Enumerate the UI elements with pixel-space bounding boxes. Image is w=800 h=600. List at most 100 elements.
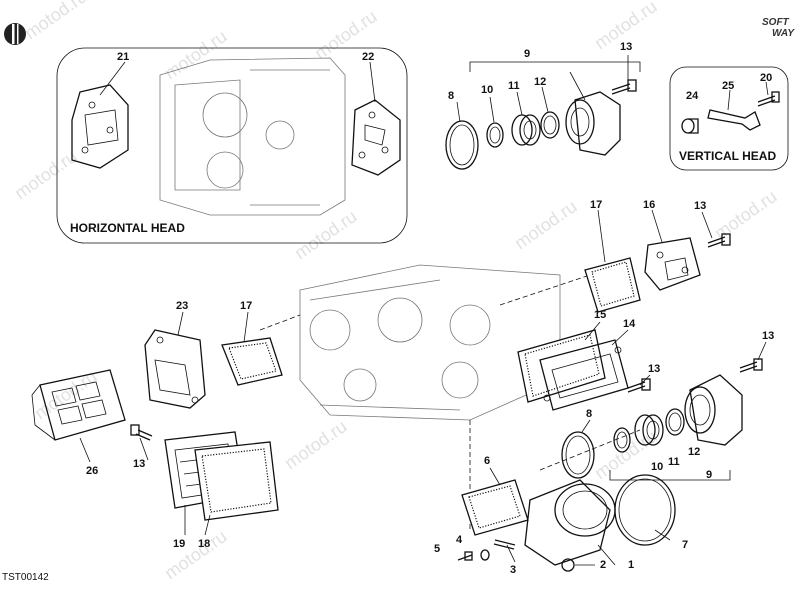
part-13-screw-top [611,79,637,95]
callout-7: 7 [682,539,688,551]
brand-line-1: SOFT [762,17,790,28]
callout-9: 9 [524,48,530,60]
right-bearing-assembly [561,341,767,481]
part-21-cover [71,84,129,169]
horizontal-head-group: HORIZONTAL HEAD [56,47,408,244]
leader-13d [757,341,767,361]
part-7-clamp [614,474,676,546]
bracket-9-top [469,61,641,72]
callout-labels: 21 22 9 13 8 10 11 12 20 25 24 17 16 13 … [86,41,774,576]
part-6-gasket [461,479,529,536]
top-bearing-assembly [445,55,641,170]
middle-cover-parts [517,321,629,411]
logo-icon [4,23,26,45]
part-25-lever [707,109,761,131]
drawing-code: TST00142 [2,572,49,583]
intake-parts [457,467,676,572]
part-10-circlip-right [613,427,631,453]
callout-16: 16 [643,199,655,211]
callout-13: 13 [762,330,774,342]
callout-17: 17 [590,199,602,211]
leader-8a [456,101,461,123]
callout-3: 3 [510,564,516,576]
part-17-gasket-left [221,337,283,386]
part-12-ring-right [665,408,685,436]
part-1-manifold [524,479,616,566]
leader-9a [569,71,586,101]
part-12-ring [540,111,560,139]
watermark-text: motod.ru [11,146,81,203]
leader-13e [139,437,149,461]
watermark-layer: motod.ru motod.ru motod.ru motod.ru moto… [11,0,781,583]
callout-14: 14 [623,318,636,330]
axis-line [499,274,591,306]
callout-12: 12 [688,446,700,458]
part-4-washer [480,549,490,561]
leader-26 [79,437,91,463]
part-20-screw [757,91,780,107]
part-11-bearing [511,114,541,146]
part-11-bearing-right [634,414,664,446]
part-8-oring-right [561,431,595,479]
callout-22: 22 [362,51,374,63]
part-22-plate [351,99,401,176]
axis-line [539,429,641,471]
watermark-text: motod.ru [511,196,581,253]
part-13-screw-right [739,358,763,373]
leader-3 [506,544,516,563]
horizontal-head-silhouette [159,57,346,216]
horizontal-head-frame [56,47,408,244]
leader-15 [584,321,601,341]
callout-13: 13 [694,200,706,212]
part-13-screw-upper-right [707,233,731,248]
leader-1 [597,544,616,566]
callout-15: 15 [594,309,606,321]
callout-11: 11 [668,456,680,468]
leader-7 [654,529,671,541]
bracket-9-bottom [609,470,731,481]
part-9-housing-right [684,374,743,446]
vertical-head-frame [669,66,789,171]
callout-9: 9 [706,469,712,481]
horizontal-head-caption: HORIZONTAL HEAD [70,221,185,235]
leader-22 [369,61,376,103]
left-cover-parts [144,311,283,409]
part-15-gasket [517,329,606,403]
leader-6 [489,467,501,486]
callout-24: 24 [686,90,699,102]
part-3-stud [493,539,516,550]
brand-line-2: WAY [772,28,795,39]
watermark-text: motod.ru [711,186,781,243]
callout-1: 1 [628,559,634,571]
callout-23: 23 [176,300,188,312]
callout-18: 18 [198,538,210,550]
watermark-text: motod.ru [161,526,231,583]
axis-line [259,314,301,331]
vertical-head-caption: VERTICAL HEAD [679,149,776,163]
callout-26: 26 [86,465,98,477]
leader-17a [597,209,606,263]
callout-13: 13 [648,363,660,375]
callout-10: 10 [481,84,493,96]
watermark-text: motod.ru [281,416,351,473]
callout-8: 8 [448,90,454,102]
part-13-screw-left [130,424,153,441]
leader-17b [243,311,249,343]
leader-21 [99,61,126,96]
callout-5: 5 [434,543,440,555]
part-13-screw-mid [627,378,651,393]
part-17-gasket-top [584,257,641,313]
part-18-gasket [194,441,279,521]
callout-25: 25 [722,80,734,92]
leader-20 [765,81,769,96]
callout-20: 20 [760,72,772,84]
leader-16 [651,209,663,243]
leader-13b [701,211,713,239]
leader-13c [639,374,651,386]
part-5-screw [457,551,473,561]
leader-18 [204,514,211,536]
brand-mark: SOFT WAY [762,17,795,39]
watermark-text: motod.ru [21,0,91,43]
callout-10: 10 [651,461,663,473]
